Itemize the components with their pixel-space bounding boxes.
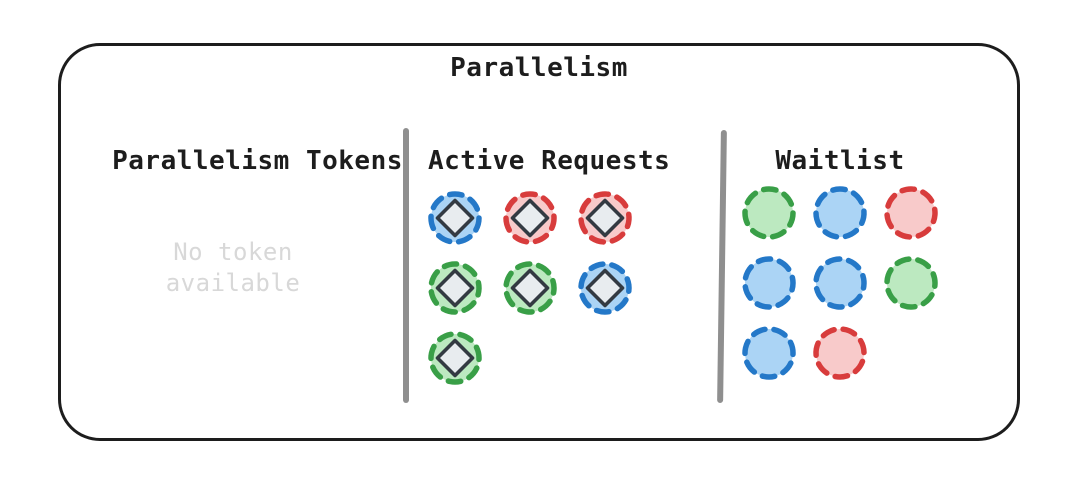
request-diamond-icon <box>585 198 625 238</box>
request-diamond-icon <box>510 268 550 308</box>
no-token-message-line2: available <box>165 269 301 297</box>
tokens-column-header: Parallelism Tokens <box>112 146 403 176</box>
request-diamond-icon <box>435 198 475 238</box>
active-token-green <box>428 331 482 385</box>
token-row <box>739 183 941 243</box>
active-token-red <box>503 191 557 245</box>
waitlist-token-green <box>884 256 938 310</box>
request-diamond-icon <box>435 268 475 308</box>
active-requests-grid <box>425 188 635 388</box>
active-token-blue <box>578 261 632 315</box>
diagram-title: Parallelism <box>450 53 628 83</box>
active-token-blue <box>428 191 482 245</box>
request-diamond-icon <box>510 198 550 238</box>
request-diamond-icon <box>435 338 475 378</box>
waitlist-token-blue <box>813 256 867 310</box>
token-row <box>425 328 635 388</box>
waitlist-token-red <box>884 186 938 240</box>
waitlist-grid <box>739 183 941 383</box>
active-requests-header: Active Requests <box>428 146 671 176</box>
token-row <box>425 258 635 318</box>
waitlist-header: Waitlist <box>775 146 905 176</box>
column-divider-left <box>403 128 409 403</box>
active-token-red <box>578 191 632 245</box>
waitlist-token-red <box>813 326 867 380</box>
active-token-green <box>503 261 557 315</box>
active-token-green <box>428 261 482 315</box>
waitlist-token-blue <box>742 326 796 380</box>
waitlist-token-green <box>742 186 796 240</box>
no-token-message-line1: No token <box>173 238 293 266</box>
request-diamond-icon <box>585 268 625 308</box>
token-row <box>739 323 941 383</box>
no-token-message: No token available <box>118 237 348 299</box>
waitlist-token-blue <box>813 186 867 240</box>
waitlist-token-blue <box>742 256 796 310</box>
token-row <box>739 253 941 313</box>
token-row <box>425 188 635 248</box>
